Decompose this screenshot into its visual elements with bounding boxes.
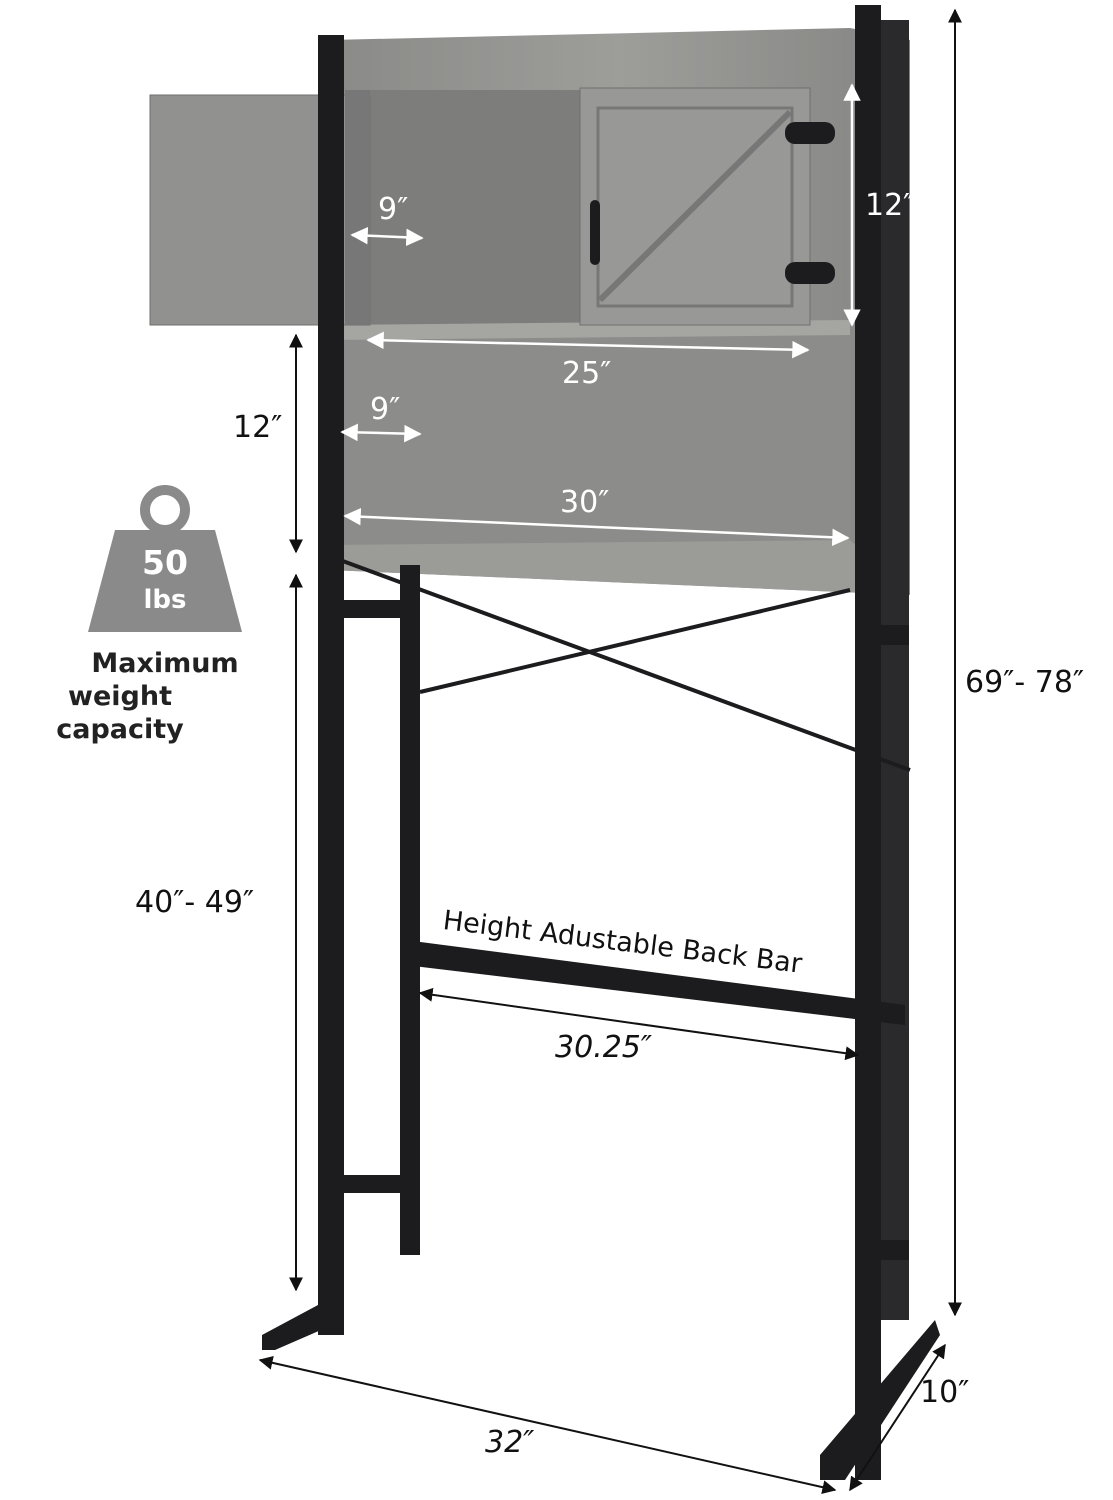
top-door-depth-label: 9″ xyxy=(378,192,409,227)
dimension-lines-white xyxy=(340,83,861,547)
hinge xyxy=(785,122,835,144)
hinge xyxy=(785,262,835,284)
weight-value: 50 xyxy=(142,543,188,582)
cabinet-door-closed xyxy=(579,87,835,326)
weight-unit: lbs xyxy=(143,585,187,615)
weight-icon xyxy=(88,485,242,632)
top-shelf-width-label: 25″ xyxy=(562,356,612,391)
base-width-label: 32″ xyxy=(485,1425,535,1460)
back-bar-width-label: 30.25″ xyxy=(555,1030,653,1065)
top-cabinet-height-label: 12″ xyxy=(865,188,915,223)
door-handle xyxy=(590,200,600,265)
lower-shelf-depth-label: 9″ xyxy=(370,392,401,427)
lower-shelf-height-label: 12″ xyxy=(233,410,283,445)
weight-caption-line1: Maximum xyxy=(91,648,239,679)
lower-shelf-width-label: 30″ xyxy=(560,485,610,520)
dimension-lines xyxy=(258,8,962,1495)
clearance-height-label: 40″- 49″ xyxy=(135,885,255,920)
weight-caption-line2: weight capacity xyxy=(56,681,184,745)
total-height-label: 69″- 78″ xyxy=(965,665,1085,700)
base-depth-label: 10″ xyxy=(920,1375,970,1410)
